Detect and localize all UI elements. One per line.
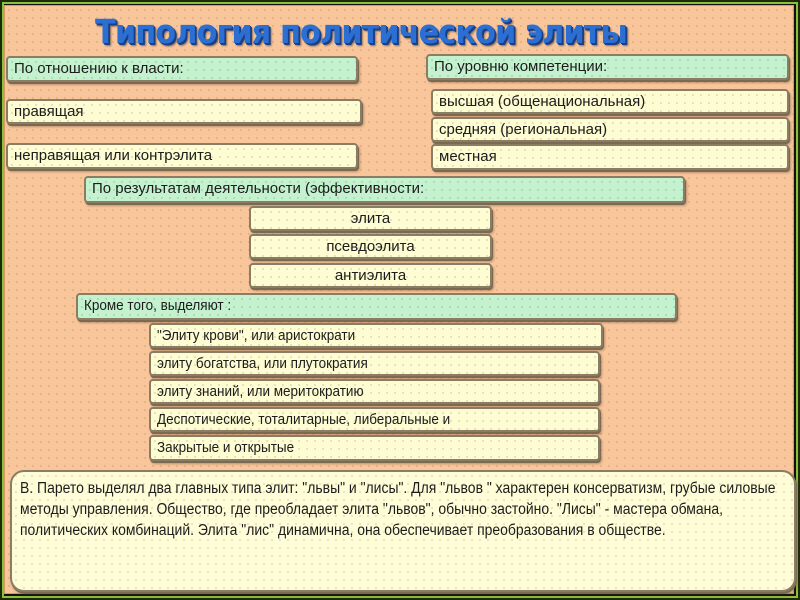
additionally-item-text: "Элиту крови", или аристократи (157, 327, 356, 344)
additionally-item-blood: "Элиту крови", или аристократи (149, 323, 603, 348)
slide: Типология политической элиты По отношени… (4, 5, 796, 594)
additionally-item-wealth: элиту богатства, или плутократия (149, 351, 600, 376)
additionally-header: Кроме того, выделяют : (76, 293, 677, 320)
additionally-item-regime: Деспотические, тоталитарные, либеральные… (149, 407, 600, 432)
competence-item-national: высшая (общенациональная) (431, 89, 789, 114)
additionally-item-knowledge: элиту знаний, или меритократию (149, 379, 600, 404)
power-header: По отношению к власти: (6, 56, 358, 82)
competence-item-local: местная (431, 144, 789, 170)
additionally-item-text: Закрытые и открытые (157, 439, 295, 456)
results-item-elite: элита (249, 206, 492, 231)
additionally-item-text: Деспотические, тоталитарные, либеральные… (157, 411, 451, 428)
additionally-header-text: Кроме того, выделяют : (84, 297, 232, 314)
results-item-pseudo-elite: псевдоэлита (249, 234, 492, 259)
results-item-anti-elite: антиэлита (249, 263, 492, 288)
results-header: По результатам деятельности (эффективнос… (84, 176, 685, 203)
slide-title: Типология политической элиты (95, 12, 628, 51)
additionally-item-text: элиту знаний, или меритократию (157, 383, 364, 400)
power-item-counter-elite: неправящая или контрэлита (6, 143, 358, 169)
power-item-ruling: правящая (6, 99, 362, 124)
competence-header: По уровню компетенции: (426, 54, 789, 80)
pareto-note-text: В. Парето выделял два главных типа элит:… (20, 480, 776, 539)
pareto-note: В. Парето выделял два главных типа элит:… (10, 470, 796, 592)
additionally-item-text: элиту богатства, или плутократия (157, 355, 368, 372)
additionally-item-open-closed: Закрытые и открытые (149, 435, 600, 461)
competence-item-regional: средняя (региональная) (431, 117, 789, 142)
